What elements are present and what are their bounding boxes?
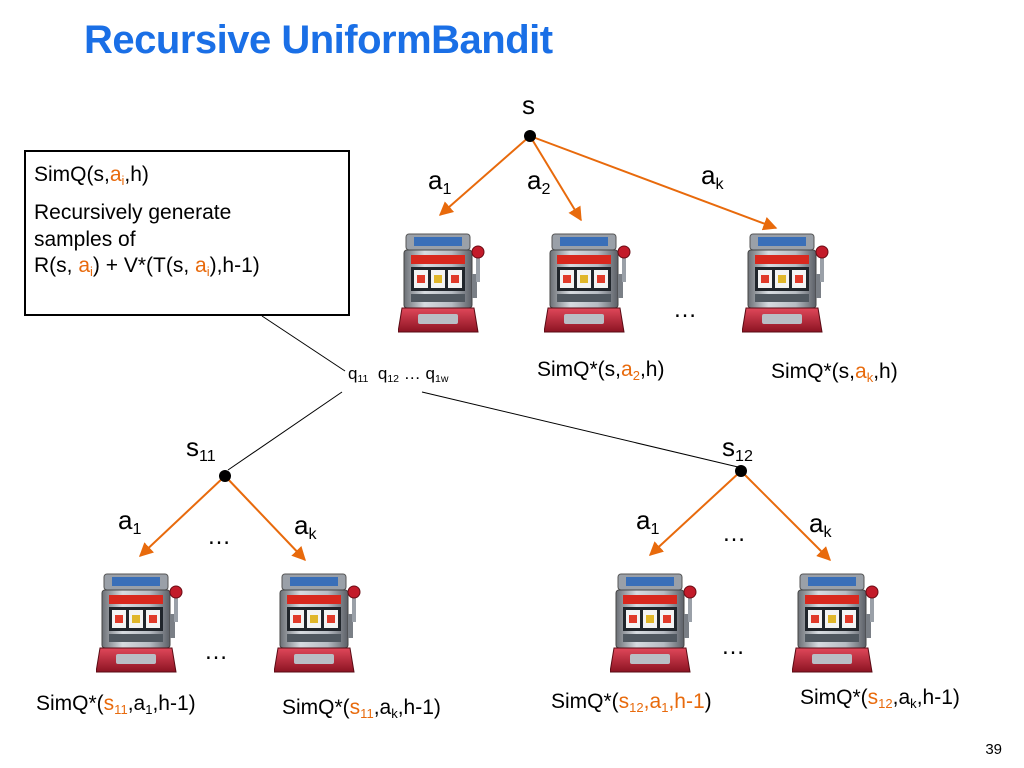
sim-s11-ak: SimQ*(s11,ak,h-1): [282, 696, 441, 721]
top-action-a2: a2: [527, 165, 551, 198]
edge-s11-a1: [138, 475, 226, 557]
node-s11: [219, 470, 231, 482]
s12-label: s12: [722, 432, 753, 465]
page-number: 39: [985, 741, 1002, 758]
node-s12: [735, 465, 747, 477]
node-root: [524, 130, 536, 142]
sim-s12-a1: SimQ*(s12,a1,h-1): [551, 690, 712, 715]
slot-machine-icon: [609, 568, 702, 683]
callout-box: SimQ(s,ai,h) Recursively generate sample…: [24, 150, 350, 316]
callout-connector: [261, 315, 346, 372]
s11-action-ak: ak: [294, 510, 317, 543]
s11-label: s11: [186, 432, 216, 465]
sim-top-ak: SimQ*(s,ak,h): [771, 360, 898, 385]
slot-machine-icon: [543, 228, 636, 343]
top-action-a1: a1: [428, 165, 452, 198]
top-ellipsis: …: [673, 296, 697, 323]
edge-root-ak: [529, 135, 778, 231]
slot-machine-icon: [95, 568, 188, 683]
edge-s12-a1: [648, 470, 742, 556]
q-to-s12: [421, 391, 739, 468]
slot-machine-icon: [273, 568, 366, 683]
s12-action-ellipsis: …: [722, 520, 746, 547]
s12-action-a1: a1: [636, 505, 660, 538]
edge-root-a1: [438, 135, 531, 216]
slot-machine-icon: [741, 228, 834, 343]
slot-machine-icon: [397, 228, 490, 343]
callout-line3: R(s, ai) + V*(T(s, ai),h-1): [34, 253, 260, 279]
slot-machine-icon: [791, 568, 884, 683]
sim-s11-a1: SimQ*(s11,a1,h-1): [36, 692, 196, 717]
sim-top-a2: SimQ*(s,a2,h): [537, 358, 665, 383]
s11-action-a1: a1: [118, 505, 142, 538]
sim-s12-ak: SimQ*(s12,ak,h-1): [800, 686, 960, 711]
q-to-s11: [227, 391, 343, 471]
callout-header: SimQ(s,ai,h): [34, 163, 149, 188]
s12-action-ak: ak: [809, 508, 832, 541]
q-values: q11 q12 … q1w: [348, 364, 449, 386]
top-action-ak: ak: [701, 160, 724, 193]
callout-line1: Recursively generate: [34, 201, 232, 225]
s12-machine-ellipsis: …: [721, 633, 745, 660]
edge-s12-ak: [740, 470, 831, 561]
edge-s11-ak: [224, 475, 306, 562]
s11-machine-ellipsis: …: [204, 638, 228, 665]
callout-line2: samples of: [34, 227, 136, 251]
slide-title: Recursive UniformBandit: [84, 18, 553, 62]
edge-root-a2: [529, 135, 582, 222]
root-label: s: [522, 90, 535, 120]
s11-action-ellipsis: …: [207, 523, 231, 550]
